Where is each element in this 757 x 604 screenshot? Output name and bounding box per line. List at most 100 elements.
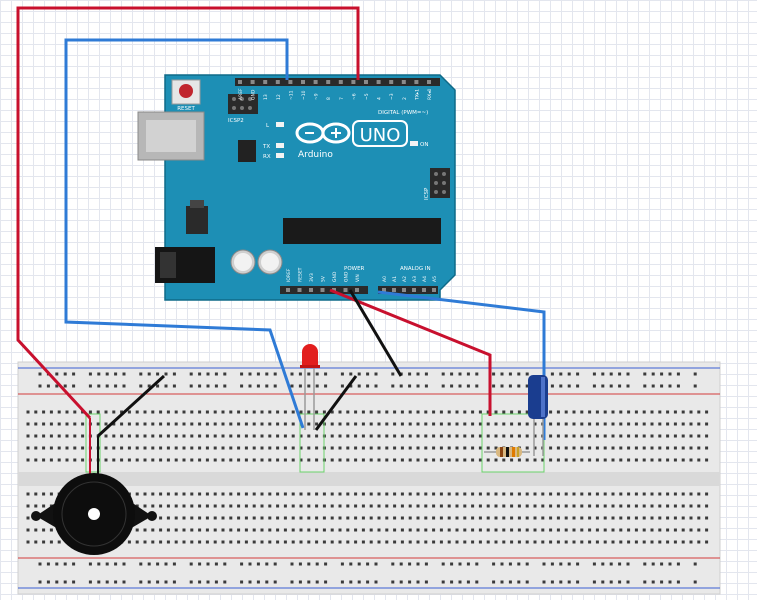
terminal-hole[interactable]: [377, 410, 381, 414]
terminal-hole[interactable]: [377, 540, 381, 544]
rail-hole[interactable]: [97, 580, 101, 584]
rail-hole[interactable]: [273, 372, 277, 376]
terminal-hole[interactable]: [260, 410, 264, 414]
analog-pin[interactable]: [432, 288, 436, 292]
terminal-hole[interactable]: [369, 528, 373, 532]
terminal-hole[interactable]: [408, 528, 412, 532]
rail-hole[interactable]: [298, 562, 302, 566]
rail-hole[interactable]: [105, 372, 109, 376]
terminal-hole[interactable]: [564, 504, 568, 508]
terminal-hole[interactable]: [416, 422, 420, 426]
terminal-hole[interactable]: [135, 504, 139, 508]
terminal-hole[interactable]: [650, 434, 654, 438]
terminal-hole[interactable]: [221, 410, 225, 414]
rail-hole[interactable]: [660, 562, 664, 566]
terminal-hole[interactable]: [603, 434, 607, 438]
terminal-hole[interactable]: [385, 540, 389, 544]
terminal-hole[interactable]: [533, 504, 537, 508]
terminal-hole[interactable]: [549, 540, 553, 544]
terminal-hole[interactable]: [205, 516, 209, 520]
terminal-hole[interactable]: [564, 410, 568, 414]
terminal-hole[interactable]: [486, 492, 490, 496]
terminal-hole[interactable]: [572, 422, 576, 426]
digital-pin[interactable]: [401, 80, 406, 84]
terminal-hole[interactable]: [689, 528, 693, 532]
rail-hole[interactable]: [139, 580, 143, 584]
rail-hole[interactable]: [273, 562, 277, 566]
digital-pin[interactable]: [263, 80, 268, 84]
terminal-hole[interactable]: [588, 492, 592, 496]
power-pin[interactable]: [320, 288, 325, 292]
terminal-hole[interactable]: [385, 458, 389, 462]
terminal-hole[interactable]: [486, 516, 490, 520]
terminal-hole[interactable]: [96, 422, 100, 426]
terminal-hole[interactable]: [190, 528, 194, 532]
digital-pin[interactable]: [301, 80, 305, 84]
terminal-hole[interactable]: [127, 446, 131, 450]
rail-hole[interactable]: [466, 580, 470, 584]
terminal-hole[interactable]: [627, 410, 631, 414]
terminal-hole[interactable]: [478, 422, 482, 426]
rail-hole[interactable]: [214, 372, 218, 376]
terminal-hole[interactable]: [478, 410, 482, 414]
rail-hole[interactable]: [290, 384, 294, 388]
terminal-hole[interactable]: [81, 434, 85, 438]
terminal-hole[interactable]: [291, 492, 295, 496]
rail-hole[interactable]: [265, 372, 269, 376]
terminal-hole[interactable]: [260, 504, 264, 508]
terminal-hole[interactable]: [291, 516, 295, 520]
terminal-hole[interactable]: [354, 540, 358, 544]
terminal-hole[interactable]: [174, 446, 178, 450]
terminal-hole[interactable]: [580, 446, 584, 450]
terminal-hole[interactable]: [104, 434, 108, 438]
terminal-hole[interactable]: [57, 410, 61, 414]
terminal-hole[interactable]: [307, 458, 311, 462]
terminal-hole[interactable]: [689, 434, 693, 438]
terminal-hole[interactable]: [494, 410, 498, 414]
terminal-hole[interactable]: [549, 528, 553, 532]
terminal-hole[interactable]: [486, 458, 490, 462]
terminal-hole[interactable]: [393, 540, 397, 544]
terminal-hole[interactable]: [205, 540, 209, 544]
terminal-hole[interactable]: [400, 410, 404, 414]
terminal-hole[interactable]: [572, 492, 576, 496]
terminal-hole[interactable]: [556, 422, 560, 426]
terminal-hole[interactable]: [658, 434, 662, 438]
rail-hole[interactable]: [693, 372, 697, 376]
terminal-hole[interactable]: [439, 492, 443, 496]
rail-hole[interactable]: [38, 384, 42, 388]
rail-hole[interactable]: [214, 562, 218, 566]
terminal-hole[interactable]: [533, 528, 537, 532]
terminal-hole[interactable]: [510, 528, 514, 532]
terminal-hole[interactable]: [642, 434, 646, 438]
terminal-hole[interactable]: [307, 516, 311, 520]
terminal-hole[interactable]: [42, 458, 46, 462]
terminal-hole[interactable]: [681, 446, 685, 450]
terminal-hole[interactable]: [174, 434, 178, 438]
terminal-hole[interactable]: [517, 540, 521, 544]
rail-hole[interactable]: [550, 384, 554, 388]
rail-hole[interactable]: [399, 580, 403, 584]
rail-hole[interactable]: [450, 384, 454, 388]
power-pin[interactable]: [332, 288, 336, 292]
terminal-hole[interactable]: [205, 422, 209, 426]
rail-hole[interactable]: [567, 384, 571, 388]
rail-hole[interactable]: [307, 562, 311, 566]
terminal-hole[interactable]: [315, 422, 319, 426]
terminal-hole[interactable]: [697, 528, 701, 532]
terminal-hole[interactable]: [322, 504, 326, 508]
terminal-hole[interactable]: [159, 516, 163, 520]
rail-hole[interactable]: [651, 562, 655, 566]
digital-pin[interactable]: [326, 80, 331, 84]
terminal-hole[interactable]: [478, 434, 482, 438]
terminal-hole[interactable]: [34, 492, 38, 496]
terminal-hole[interactable]: [346, 434, 350, 438]
terminal-hole[interactable]: [213, 434, 217, 438]
terminal-hole[interactable]: [689, 410, 693, 414]
terminal-hole[interactable]: [494, 504, 498, 508]
terminal-hole[interactable]: [198, 504, 202, 508]
rail-hole[interactable]: [315, 562, 319, 566]
terminal-hole[interactable]: [252, 410, 256, 414]
terminal-hole[interactable]: [205, 528, 209, 532]
terminal-hole[interactable]: [377, 504, 381, 508]
